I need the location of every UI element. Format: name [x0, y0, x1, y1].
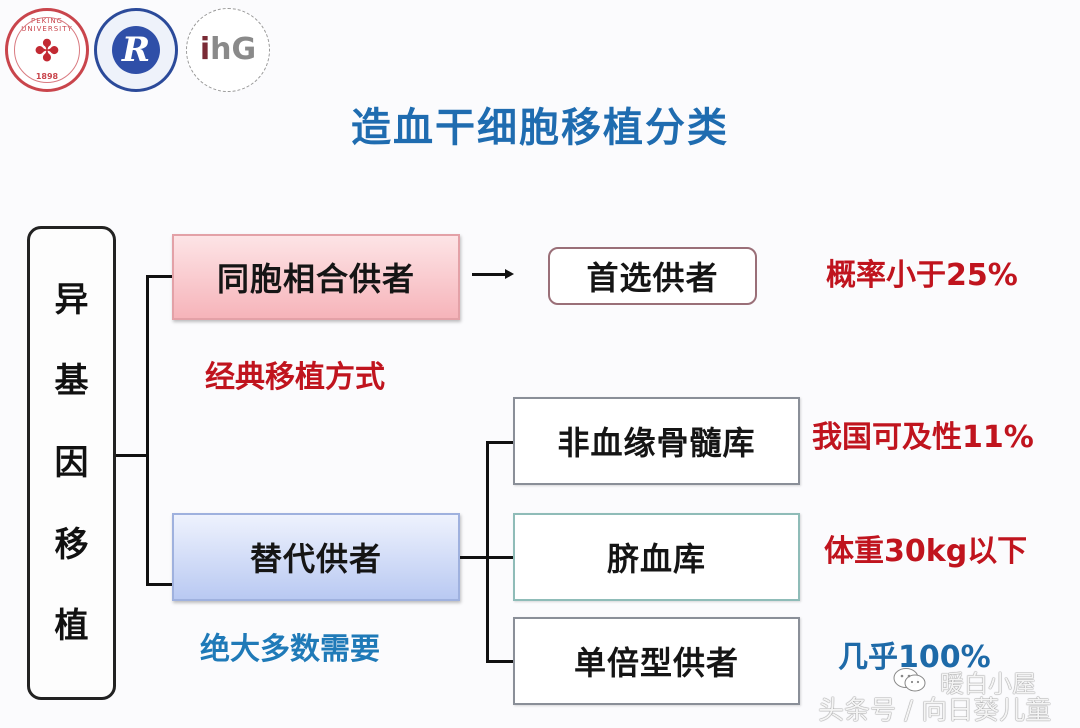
- connector-alt-vertical: [486, 441, 489, 663]
- root-char: 基: [54, 361, 89, 402]
- peking-university-logo: PEKING UNIVERSITY ✤ 1898: [5, 8, 89, 92]
- arrow-right-icon: [472, 269, 514, 279]
- root-node-allogeneic-transplant: 异 基 因 移 植: [27, 226, 116, 700]
- watermark-source: 头条号 / 向日葵儿童: [818, 696, 1052, 726]
- pku-emblem-icon: ✤: [34, 34, 60, 69]
- root-char: 异: [54, 279, 89, 320]
- node-preferred-donor: 首选供者: [548, 247, 757, 305]
- renmin-hospital-logo: R: [94, 8, 178, 92]
- node-unrelated-marrow-registry: 非血缘骨髓库: [513, 397, 800, 485]
- connector-root-horizontal: [116, 454, 149, 457]
- connector-to-haplo: [486, 660, 514, 663]
- ihg-logo: ihG: [186, 8, 270, 92]
- ihg-letters: hG: [210, 32, 257, 67]
- ihg-letter-i: i: [199, 32, 211, 67]
- note-weight-limit: 体重30kg以下: [824, 534, 1028, 569]
- note-almost-all: 几乎100%: [838, 640, 991, 675]
- caption-majority-need: 绝大多数需要: [200, 632, 380, 667]
- caption-classic-method: 经典移植方式: [205, 360, 385, 395]
- root-char: 植: [54, 606, 89, 647]
- wechat-icon: [893, 668, 926, 692]
- ihg-emblem-icon: ihG: [187, 33, 269, 67]
- root-char: 因: [54, 442, 89, 483]
- root-char: 移: [54, 524, 89, 565]
- connector-root-vertical: [146, 275, 149, 586]
- node-alternative-donor: 替代供者: [172, 513, 460, 601]
- node-haploidentical-donor: 单倍型供者: [513, 617, 800, 705]
- logo-year: 1898: [35, 72, 59, 81]
- connector-to-alternative: [146, 583, 173, 586]
- page-title: 造血干细胞移植分类: [351, 105, 729, 151]
- note-accessibility: 我国可及性11%: [812, 420, 1034, 455]
- node-cord-blood-bank: 脐血库: [513, 513, 800, 601]
- r-emblem-icon: R: [112, 26, 160, 74]
- connector-to-mrd: [486, 441, 514, 444]
- watermark-account: 暖白小屋: [940, 670, 1036, 698]
- node-matched-sibling-donor: 同胞相合供者: [172, 234, 460, 320]
- logo-ring-text: PEKING UNIVERSITY: [21, 17, 73, 33]
- note-probability: 概率小于25%: [826, 258, 1018, 293]
- connector-to-sibling: [146, 275, 173, 278]
